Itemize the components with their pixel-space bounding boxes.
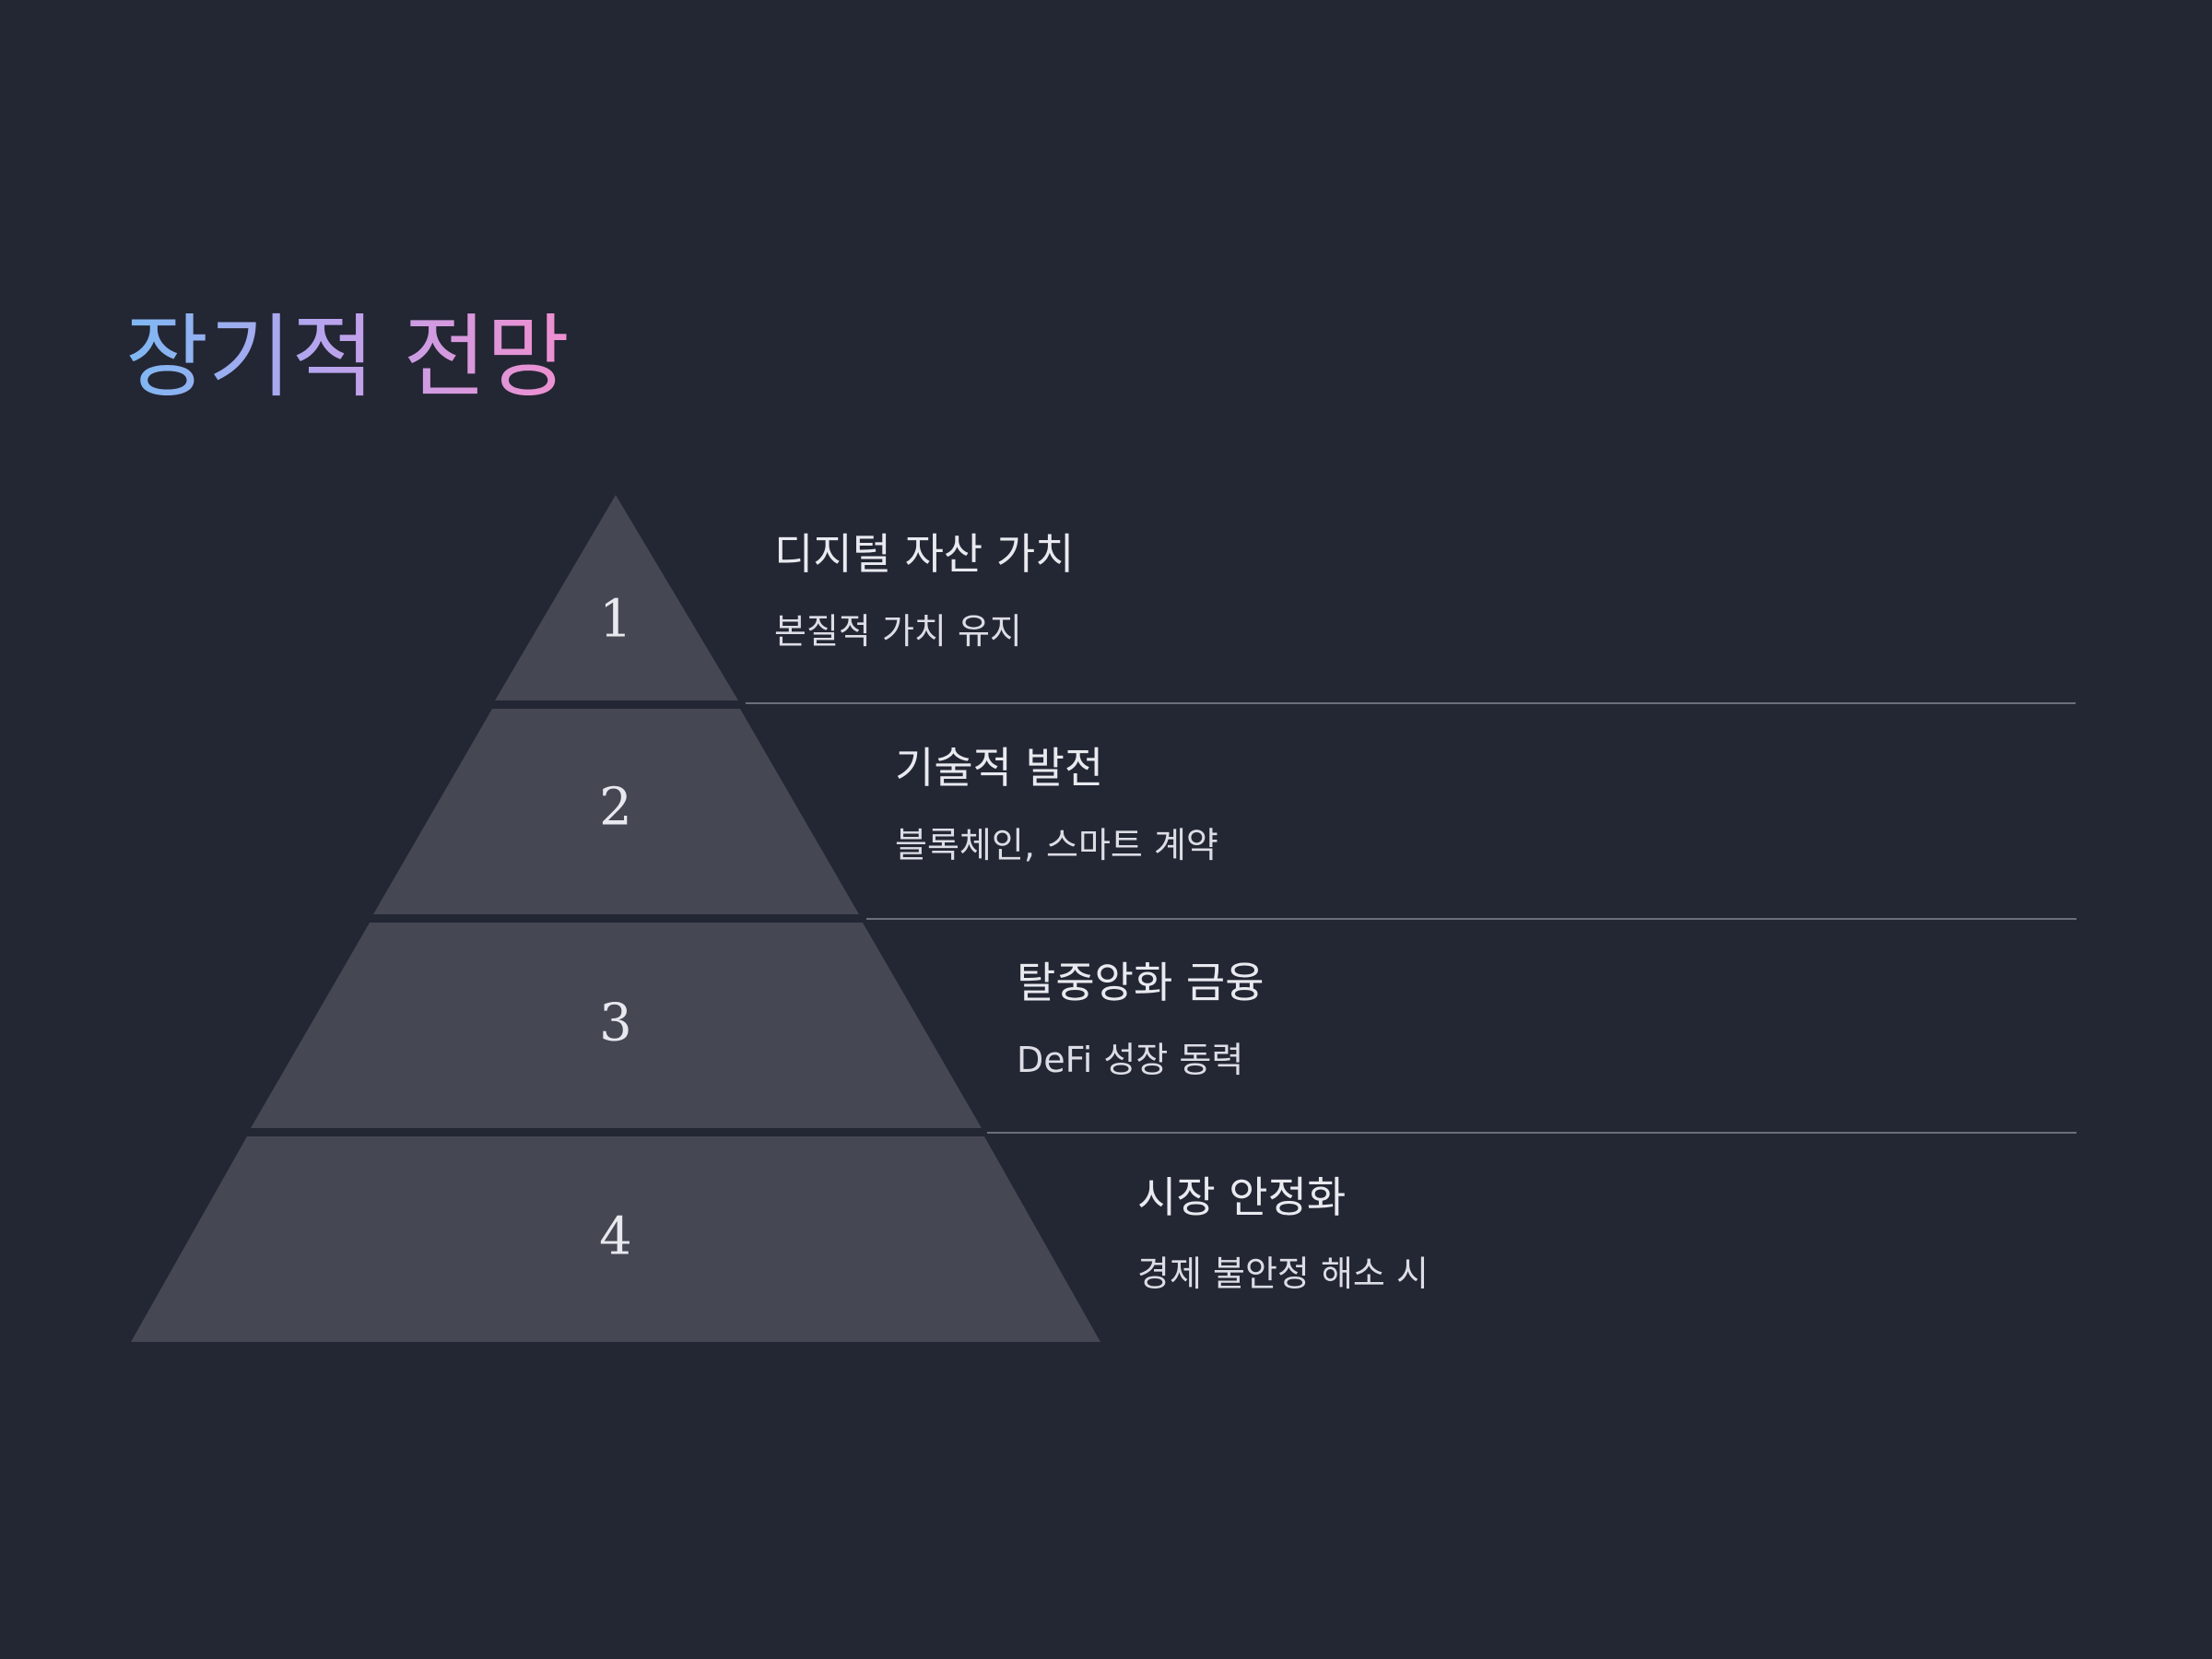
- tier-1-heading: 디지털 자산 가치: [774, 529, 1075, 579]
- pyramid-tier-1: [495, 495, 738, 700]
- tier-2-description: 블록체인, 스마트 계약: [895, 825, 1218, 865]
- tier-3-heading: 탈중앙화 금융: [1017, 958, 1265, 1007]
- tier-3-number: 3: [599, 994, 632, 1053]
- tier-4-heading: 시장 안정화: [1137, 1172, 1347, 1222]
- pyramid-tier-3: [251, 923, 982, 1128]
- tier-4-number: 4: [599, 1207, 632, 1267]
- slide-title: 장기적 전망: [125, 304, 570, 413]
- tier-1-description: 본질적 가치 유지: [774, 611, 1022, 652]
- tier-2-heading: 기술적 발전: [895, 743, 1104, 793]
- tier-4-description: 경제 불안정 해소 시: [1137, 1253, 1429, 1294]
- tier-1-number: 1: [599, 590, 632, 650]
- tier-2-number: 2: [599, 778, 632, 838]
- tier-3-description: DeFi 성장 동력: [1017, 1040, 1244, 1080]
- pyramid-tier-2: [373, 709, 859, 914]
- pyramid-tier-4: [131, 1136, 1100, 1342]
